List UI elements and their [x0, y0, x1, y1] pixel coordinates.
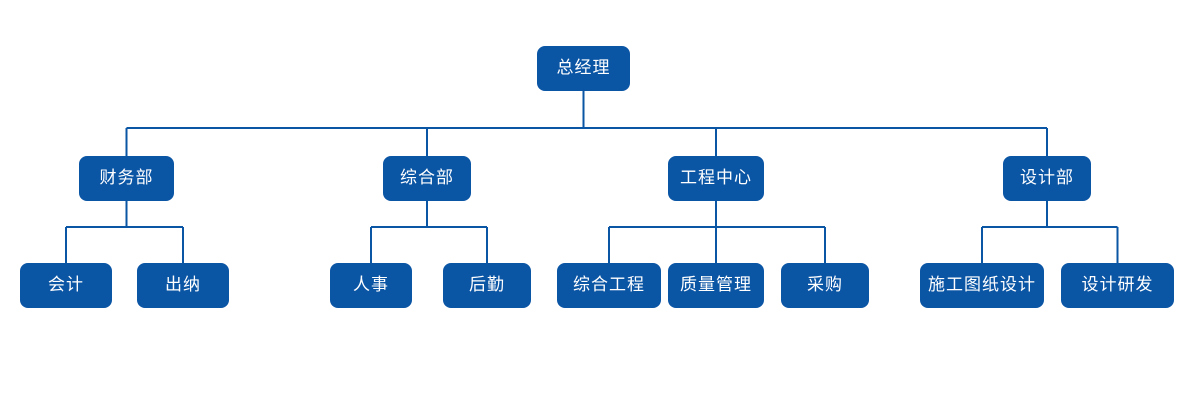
org-node-comprehensive-engineering[interactable]: 综合工程	[557, 263, 661, 308]
org-node-label: 设计研发	[1081, 274, 1154, 295]
org-node-engineering-center[interactable]: 工程中心	[668, 156, 764, 201]
org-node-general-affairs[interactable]: 综合部	[383, 156, 471, 201]
org-node-ceo[interactable]: 总经理	[537, 46, 630, 91]
org-node-design[interactable]: 设计部	[1003, 156, 1091, 201]
org-node-finance[interactable]: 财务部	[79, 156, 174, 201]
org-node-label: 后勤	[469, 274, 505, 295]
org-node-label: 出纳	[165, 274, 201, 295]
org-node-label: 采购	[807, 274, 843, 295]
org-node-quality-management[interactable]: 质量管理	[668, 263, 764, 308]
org-node-cashier[interactable]: 出纳	[137, 263, 229, 308]
org-node-label: 质量管理	[680, 274, 752, 295]
org-node-construction-drawing-design[interactable]: 施工图纸设计	[920, 263, 1044, 308]
org-node-label: 总经理	[556, 57, 611, 78]
org-node-label: 设计部	[1020, 167, 1074, 188]
org-node-label: 综合工程	[573, 274, 645, 295]
org-node-logistics[interactable]: 后勤	[443, 263, 531, 308]
org-node-procurement[interactable]: 采购	[781, 263, 869, 308]
org-node-label: 会计	[48, 274, 84, 295]
org-node-accounting[interactable]: 会计	[20, 263, 112, 308]
org-node-hr[interactable]: 人事	[330, 263, 412, 308]
org-node-label: 工程中心	[680, 167, 752, 188]
org-node-label: 财务部	[99, 167, 154, 188]
org-node-label: 综合部	[400, 167, 454, 188]
org-node-label: 人事	[353, 274, 389, 295]
org-node-design-rd[interactable]: 设计研发	[1061, 263, 1174, 308]
org-node-label: 施工图纸设计	[928, 274, 1036, 295]
